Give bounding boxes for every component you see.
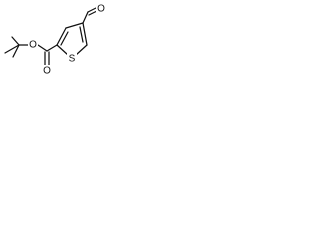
ester-oxygen-label-mask xyxy=(28,39,38,51)
thiophene-bond-c2-c3-inner xyxy=(60,31,69,46)
carbonyl-to-thiophene-bond xyxy=(46,44,58,52)
tert-butyl-bond-lower-right xyxy=(12,44,20,58)
thiophene-bond-c5-sulfur xyxy=(75,44,88,56)
carbonyl-oxygen-label: O xyxy=(43,66,51,77)
sulfur-label: S xyxy=(69,54,76,65)
aldehyde-double-bond-lower xyxy=(88,10,98,16)
thiophene-bond-c3-c4 xyxy=(65,22,84,29)
aldehyde-oxygen-label: O xyxy=(97,4,105,15)
thiophene-bond-c4-c5-inner xyxy=(79,26,84,43)
chemical-structure-diagram: O O S O xyxy=(4,3,106,77)
tert-butyl-bond-lower-left xyxy=(4,44,20,54)
ring-to-aldehyde-bond xyxy=(82,11,89,24)
thiophene-bond-sulfur-c2 xyxy=(56,44,69,56)
atom-labels: O O S O xyxy=(28,3,106,77)
aldehyde-double-bond-upper xyxy=(87,7,97,13)
aldehyde-oxygen-label-mask xyxy=(96,3,106,15)
ester-oxygen-to-carbonyl-bond xyxy=(37,44,48,52)
sulfur-label-mask xyxy=(67,53,77,65)
ester-oxygen-label: O xyxy=(29,40,37,51)
thiophene-bond-c2-c3-outer xyxy=(56,27,67,46)
carbonyl-oxygen-label-mask xyxy=(42,65,52,77)
thiophene-bond-c4-c5-outer xyxy=(82,22,88,46)
bonds xyxy=(4,7,98,66)
tert-butyl-bond-upper xyxy=(11,36,20,46)
